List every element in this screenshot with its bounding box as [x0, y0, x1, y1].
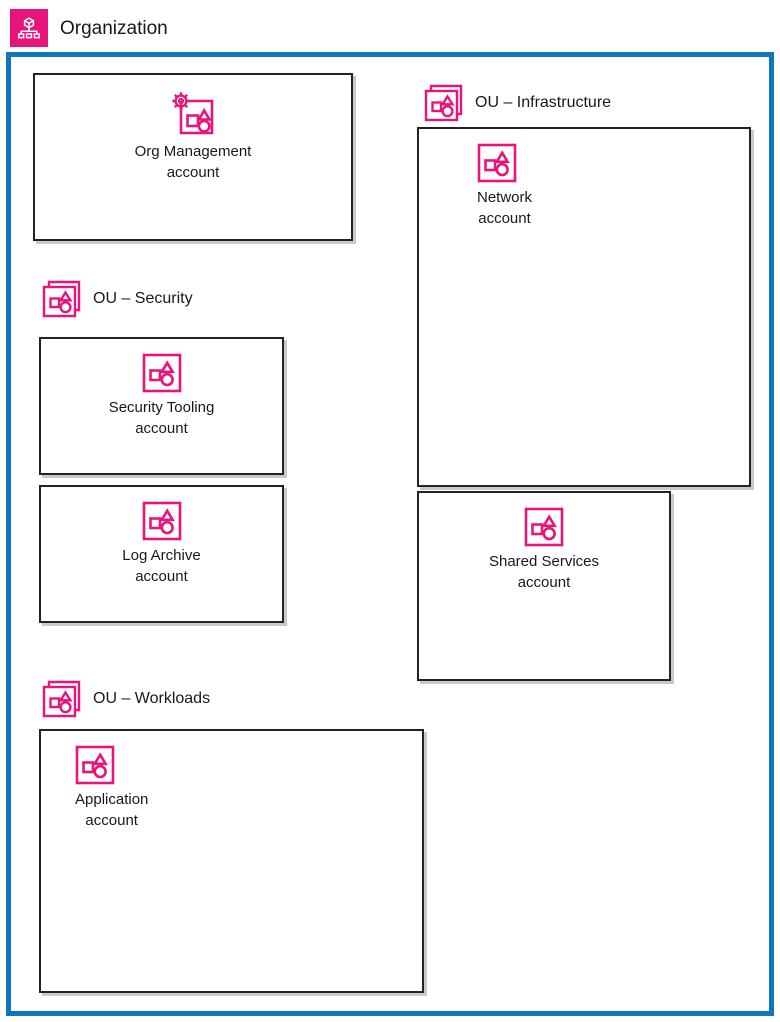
page-header: Organization: [10, 8, 168, 48]
account-sub-text: account: [135, 420, 188, 438]
card-content: Application account: [41, 745, 422, 832]
ou-icon: [41, 679, 83, 719]
account-name: Shared Services account: [489, 551, 599, 594]
account-name-text: Shared Services: [488, 553, 600, 570]
account-icon: [477, 143, 517, 183]
page-title: Organization: [60, 17, 168, 39]
ou-label: OU – Workloads: [93, 690, 211, 707]
account-sub-text: account: [517, 574, 571, 592]
ou-icon: [41, 279, 83, 319]
ou-label: OU – Security: [93, 290, 193, 307]
account-name: Application account: [75, 789, 148, 832]
account-name-text: Security Tooling: [108, 399, 215, 416]
ou-heading-infrastructure[interactable]: OU – Infrastructure: [423, 83, 611, 123]
account-name: Network account: [477, 187, 532, 230]
account-card-application[interactable]: Application account: [39, 729, 424, 993]
card-content: Network account: [419, 143, 749, 230]
management-account-icon: [168, 89, 218, 137]
account-card-security-tooling[interactable]: Security Tooling account: [39, 337, 284, 475]
account-name-text: Network: [477, 189, 533, 206]
account-name: Org Management account: [135, 141, 252, 184]
account-card-org-management[interactable]: Org Management account: [33, 73, 353, 241]
account-card-network[interactable]: Network account: [417, 127, 751, 487]
account-sub-text: account: [166, 164, 220, 182]
card-content: Log Archive account: [41, 501, 282, 588]
card-content: Org Management account: [35, 89, 351, 184]
ou-icon: [423, 83, 465, 123]
account-icon: [142, 501, 182, 541]
account-icon: [75, 745, 115, 785]
account-sub-text: account: [135, 568, 188, 586]
account-name: Log Archive account: [122, 545, 200, 588]
account-icon: [524, 507, 564, 547]
organization-boundary: Org Management account OU – Security: [6, 52, 774, 1016]
account-name: Security Tooling account: [109, 397, 215, 440]
card-content: Security Tooling account: [41, 353, 282, 440]
account-icon: [142, 353, 182, 393]
account-name-text: Application: [75, 791, 149, 808]
organization-tree-icon: [10, 9, 48, 47]
account-card-log-archive[interactable]: Log Archive account: [39, 485, 284, 623]
account-sub-text: account: [85, 812, 138, 830]
ou-heading-workloads[interactable]: OU – Workloads: [41, 679, 210, 719]
account-card-shared-services[interactable]: Shared Services account: [417, 491, 671, 681]
ou-label: OU – Infrastructure: [475, 94, 612, 111]
card-content: Shared Services account: [419, 507, 669, 594]
ou-heading-security[interactable]: OU – Security: [41, 279, 193, 319]
account-name-text: Org Management: [134, 143, 252, 160]
account-name-text: Log Archive: [122, 547, 201, 564]
account-sub-text: account: [478, 210, 531, 228]
